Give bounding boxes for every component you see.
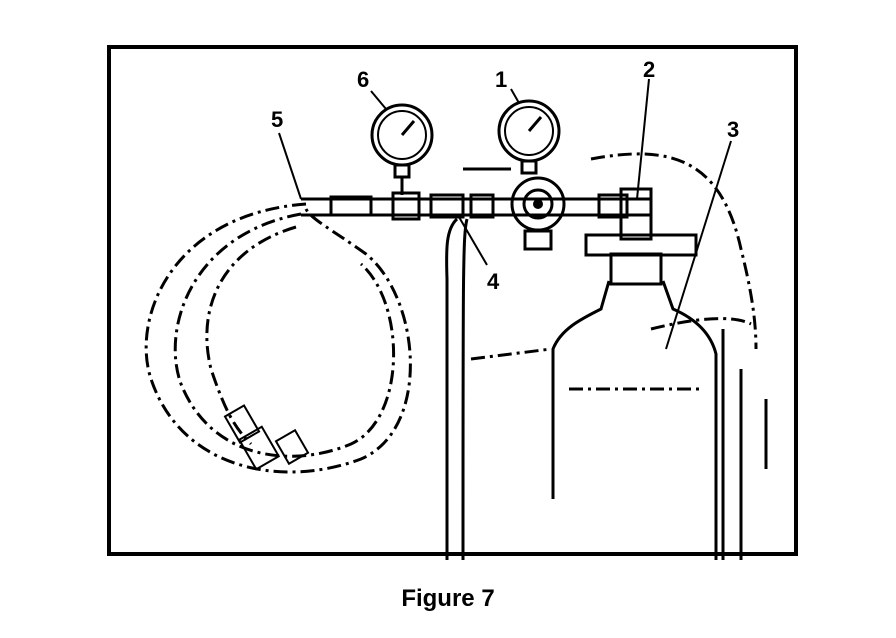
callout-2: 2 [643, 57, 655, 82]
outer-hose [590, 152, 768, 560]
manifold-bar [301, 191, 651, 221]
gauge-6-icon [370, 103, 434, 195]
figure-caption: Figure 7 [401, 585, 495, 612]
figure-frame: 1 2 3 4 5 6 [107, 45, 798, 560]
gauge-1-icon [497, 99, 561, 175]
callout-4: 4 [487, 269, 500, 294]
equipment-illustration: 1 2 3 4 5 6 [144, 57, 768, 560]
callout-3: 3 [727, 117, 739, 142]
callout-6: 6 [357, 67, 369, 92]
gas-cylinder [551, 280, 718, 560]
leader-lines [278, 78, 732, 350]
callout-1: 1 [495, 67, 507, 92]
support-stand [445, 167, 552, 560]
cylinder-valve-icon [584, 187, 698, 286]
coiled-hose [144, 202, 412, 474]
callout-5: 5 [271, 107, 283, 132]
regulator-valve-icon [510, 176, 566, 251]
